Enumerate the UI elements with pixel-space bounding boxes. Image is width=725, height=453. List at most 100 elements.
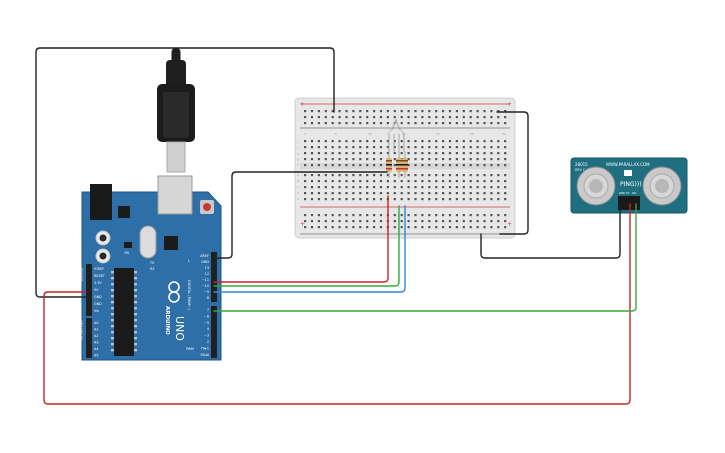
wire-black-pin13-to-breadboard[interactable] — [213, 171, 388, 259]
power-pin-label: Vin — [94, 309, 99, 313]
digital-header-label: DIGITAL (PWM~) — [187, 280, 191, 310]
pwm-label: PWM — [186, 347, 194, 351]
resistors[interactable] — [386, 152, 408, 178]
analog-header — [86, 318, 92, 358]
usb-cable — [157, 47, 195, 173]
column-number-25: 25 — [470, 132, 474, 136]
atmega-chip — [114, 268, 134, 356]
digital-pin-label: ~10 — [202, 284, 209, 288]
sensor-pin-5v: 5V — [626, 191, 630, 195]
power-pin-label: RESET — [94, 274, 106, 278]
digital-pin-label: GND — [201, 260, 209, 264]
row-letter-c: c — [297, 185, 299, 189]
ping-ultrasonic-sensor[interactable]: 28015 REV C WWW.PARALLAX.COM PING))) GND… — [570, 157, 688, 214]
power-jack — [90, 184, 112, 220]
sensor-url: WWW.PARALLAX.COM — [606, 162, 650, 167]
digital-pin-label: RX◂0 — [200, 353, 209, 357]
digital-pin-label: ~9 — [204, 290, 209, 294]
wire-blue-pin9-to-resistor[interactable] — [213, 205, 406, 293]
digital-pin-label: 12 — [205, 272, 209, 276]
sensor-brand: PING))) — [620, 181, 642, 188]
usb-port — [157, 175, 193, 215]
digital-pin-label: TX▸1 — [200, 346, 209, 350]
wire-green-pin7-to-sensor-sig[interactable] — [213, 203, 637, 312]
analog-pin-label: A0 — [94, 321, 98, 325]
led-label-tx: TX — [149, 261, 155, 265]
power-pin-label: 5V — [94, 288, 99, 292]
atmega-chip-pins — [111, 271, 137, 352]
sensor-pin-sig: SIG — [632, 191, 636, 195]
arduino-model-label: UNO — [173, 316, 186, 341]
row-letter-g: g — [297, 157, 299, 161]
led-label-rx: RX — [150, 267, 155, 271]
power-header — [86, 264, 92, 316]
wire-black-rail-to-sensor-gnd[interactable] — [480, 203, 621, 259]
crystal-oscillator — [139, 225, 157, 259]
analog-pin-label: A1 — [94, 328, 98, 332]
column-number-10: 10 — [368, 132, 372, 136]
resistor-2[interactable] — [396, 152, 402, 178]
wire-red-pin11-to-resistor[interactable] — [213, 195, 389, 283]
rail-plus-label-bottom: + — [300, 221, 305, 228]
sensor-led — [624, 170, 632, 176]
sensor-model: 28015 — [575, 162, 588, 167]
rail-plus-label-bottom-right: + — [507, 221, 512, 228]
digital-pin-label: 7 — [207, 308, 209, 312]
led-label-l: L — [188, 259, 190, 263]
digital-pin-label: ~5 — [204, 321, 209, 325]
rail-plus-label-top-right: + — [507, 101, 512, 108]
digital-pin-label: AREF — [200, 254, 209, 258]
power-pin-label: IOREF — [94, 267, 104, 271]
row-letter-h: h — [297, 152, 299, 156]
voltage-regulator — [118, 206, 130, 218]
digital-pin-label: ~3 — [204, 334, 209, 338]
on-label: ON — [124, 251, 130, 255]
row-letter-b: b — [297, 191, 299, 195]
power-pin-label: GND — [94, 295, 102, 299]
sensor-rev: REV C — [575, 168, 586, 172]
rail-plus-label-top: + — [300, 101, 305, 108]
analog-pin-label: A4 — [94, 347, 98, 351]
sensor-pin-gnd: GND — [619, 191, 625, 195]
digital-header-top — [211, 252, 217, 302]
arduino-pin-labels: IOREFRESET3.3V5VGNDGNDVinA0A1A2A3A4A5ARE… — [94, 254, 209, 358]
row-letter-a: a — [297, 197, 299, 201]
rgb-led[interactable] — [387, 118, 405, 152]
wire-black-rail-to-right[interactable] — [496, 111, 529, 235]
digital-pin-label: ~6 — [204, 314, 209, 318]
column-number-30: 30 — [502, 132, 506, 136]
usb-chip — [164, 236, 178, 250]
row-letter-e: e — [297, 173, 299, 177]
transducer-left — [576, 166, 616, 206]
power-header-label: POWER — [79, 268, 83, 282]
row-letter-f: f — [297, 163, 299, 167]
reset-button-cap[interactable] — [203, 203, 211, 211]
power-pin-label: 3.3V — [94, 281, 102, 285]
wire-red-5v-to-sensor[interactable] — [43, 203, 631, 405]
wire-green-pin10-to-resistor[interactable] — [213, 205, 400, 287]
analog-pin-label: A5 — [94, 354, 98, 358]
row-letter-i: i — [297, 146, 298, 150]
arduino-brand-label: ARDUINO — [164, 306, 170, 335]
digital-pin-label: 2 — [207, 340, 209, 344]
digital-pin-label: 4 — [207, 327, 209, 331]
wire-black-gnd-to-top-rail[interactable] — [35, 47, 335, 298]
sensor-pin-header — [618, 196, 640, 210]
resistor-1[interactable] — [386, 152, 392, 178]
power-pin-label: GND — [94, 302, 102, 306]
row-letter-j: j — [296, 140, 298, 144]
row-letter-d: d — [297, 179, 299, 183]
digital-pin-label: ~11 — [202, 278, 209, 282]
analog-pin-label: A2 — [94, 334, 98, 338]
digital-header-bottom — [211, 306, 217, 358]
column-number-1: 1 — [304, 132, 306, 136]
digital-pin-label: 8 — [207, 296, 209, 300]
resistor-3[interactable] — [402, 152, 408, 178]
arduino-logo — [168, 281, 180, 303]
arduino-uno-board: ARDUINO UNO POWER ANALOG IN DIGITAL (PWM… — [79, 175, 222, 361]
digital-pin-label: 13 — [205, 266, 209, 270]
column-number-5: 5 — [335, 132, 337, 136]
column-number-20: 20 — [436, 132, 440, 136]
analog-header-label: ANALOG IN — [79, 320, 83, 340]
